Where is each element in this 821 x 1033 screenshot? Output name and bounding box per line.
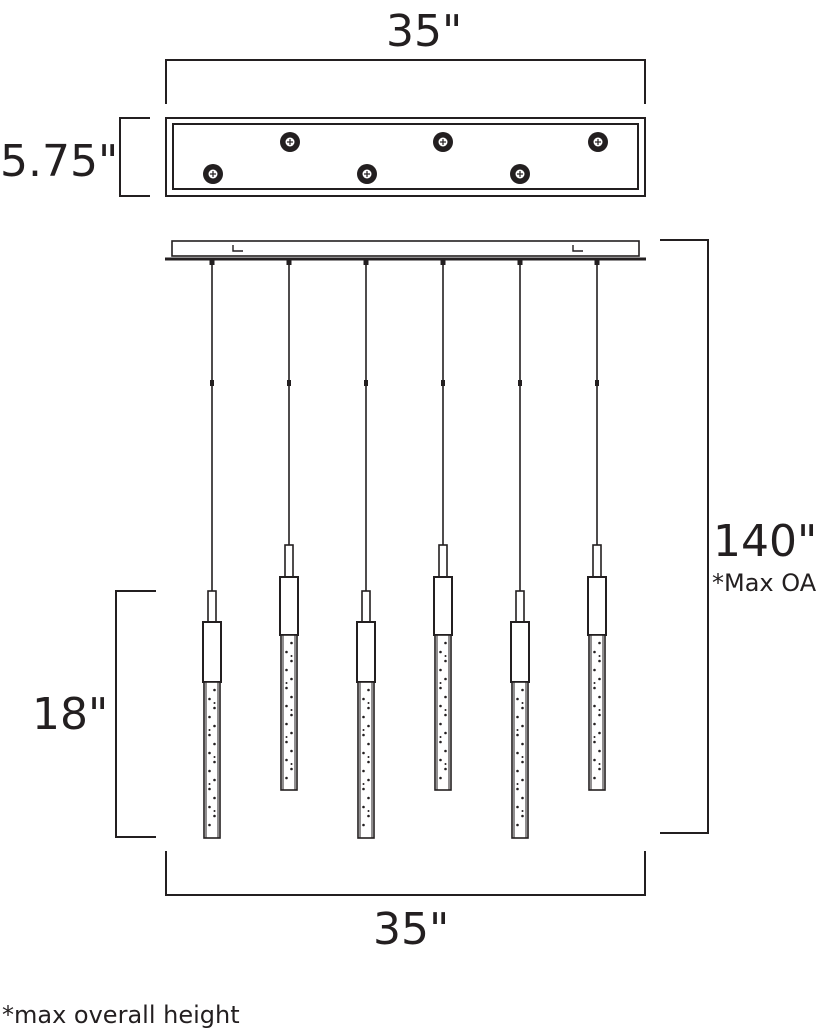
mount-hole <box>433 132 453 152</box>
pendant <box>202 259 222 839</box>
overall-height-note: *Max OA <box>712 569 817 597</box>
mount-hole <box>588 132 608 152</box>
canopy-depth-label: 5.75" <box>0 136 119 187</box>
canopy-top-view <box>165 117 646 197</box>
pendant <box>279 259 299 791</box>
canopy-side-view <box>165 240 646 261</box>
top-width-label: 35" <box>386 6 463 57</box>
mount-holes <box>203 132 608 184</box>
pendant-height-label: 18" <box>32 689 109 740</box>
bottom-width-bracket <box>165 851 646 896</box>
mount-hole <box>280 132 300 152</box>
pendant-height-bracket <box>115 590 156 838</box>
pendants <box>202 259 607 839</box>
footnote: *max overall height <box>2 1001 240 1029</box>
mount-hole <box>510 164 530 184</box>
overall-height-bracket <box>660 239 709 834</box>
pendant <box>356 259 376 839</box>
pendant <box>433 259 453 791</box>
mount-hole <box>357 164 377 184</box>
top-width-bracket <box>165 59 646 104</box>
bottom-width-label: 35" <box>373 904 450 955</box>
pendant <box>510 259 530 839</box>
canopy-depth-bracket <box>119 117 150 197</box>
mount-hole <box>203 164 223 184</box>
overall-height-label: 140" <box>713 516 818 567</box>
pendant <box>587 259 607 791</box>
